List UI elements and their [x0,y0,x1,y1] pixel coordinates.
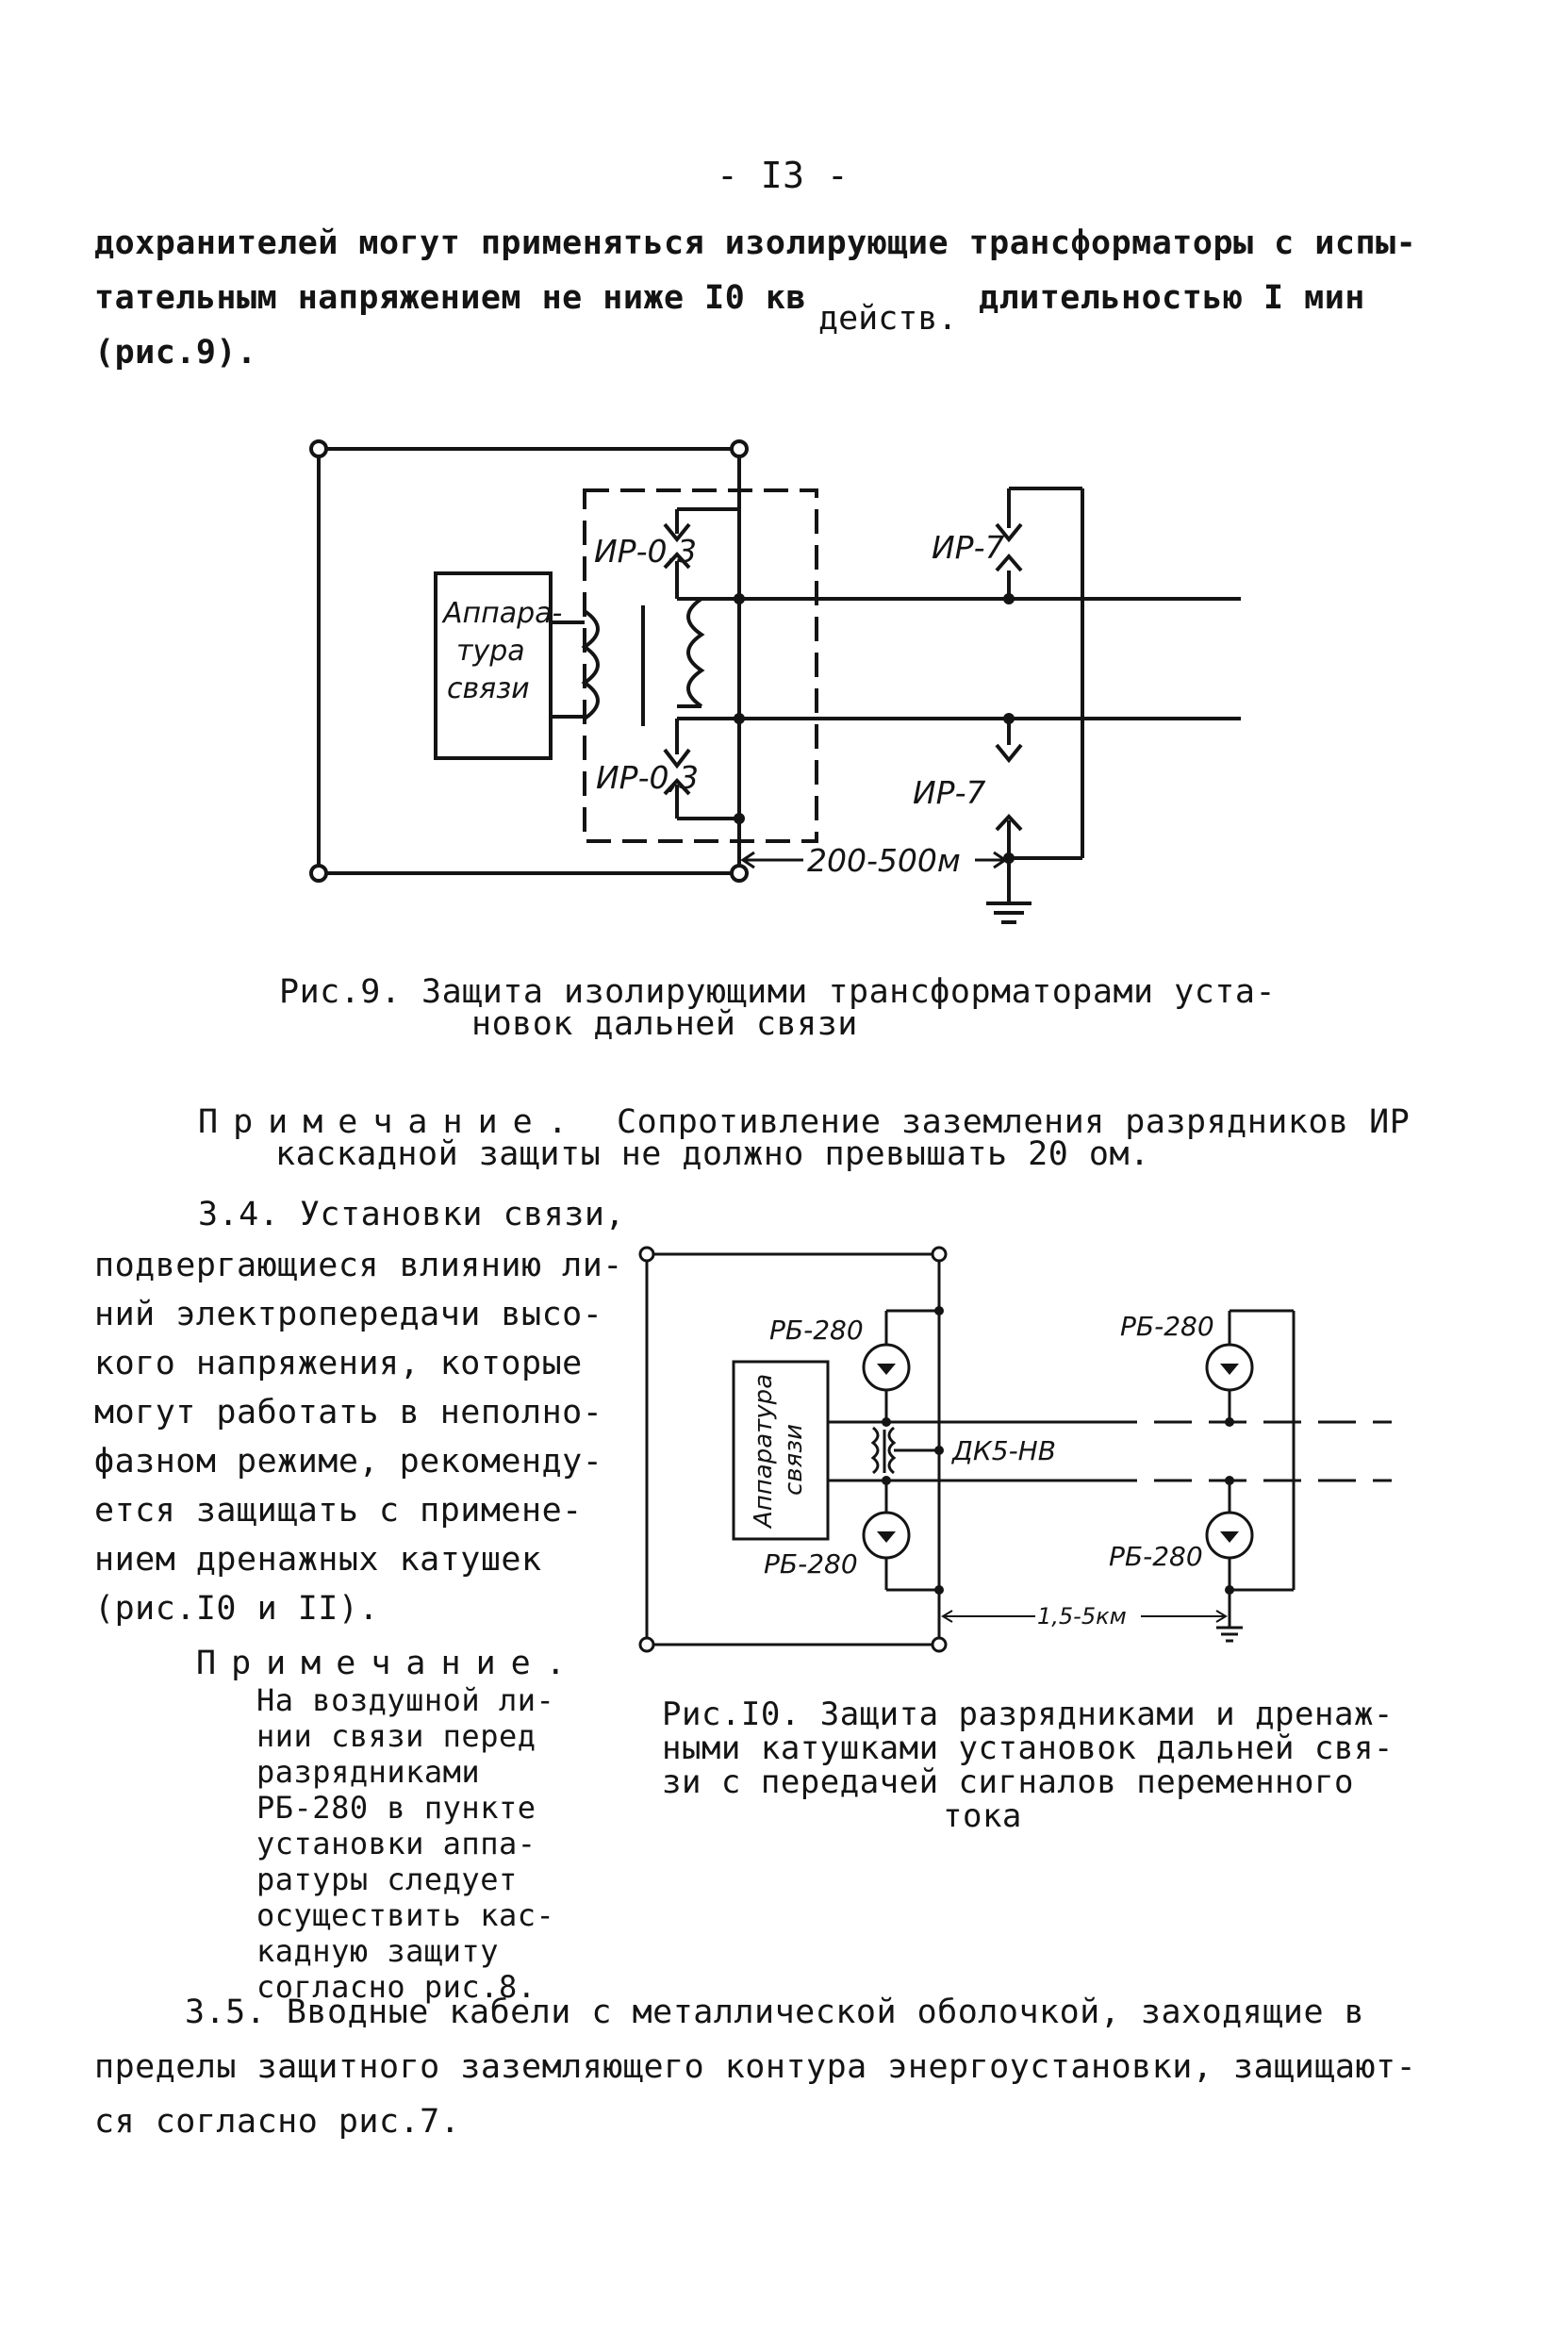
page-number: - I3 - [717,155,850,196]
section35-line-1: 3.5. Вводные кабели с металлической обол… [185,1993,1365,2031]
section34-line-3: ний электропередачи высо- [94,1296,603,1333]
section34-line-8: нием дренажных катушек [94,1541,542,1579]
note2-line-2: нии связи перед [256,1718,536,1754]
section34-line-1: 3.4. Установки связи, [198,1196,626,1233]
fig9-ir7-top-label: ИР-7 [932,529,1005,566]
fig9-distance-label: 200-500м [807,842,961,879]
note1-text-line-1: Сопротивление заземления разрядников ИР [617,1103,1411,1141]
note2-label: Примечание. [196,1645,581,1682]
note2-line-4: РБ-280 в пункте [256,1790,536,1826]
note2-line-9: согласно рис.8. [256,1969,536,2005]
fig10-coil-label: ДК5-НВ [950,1435,1056,1466]
fig10-caption-line-1: Рис.I0. Защита разрядниками и дренаж- [662,1696,1394,1733]
fig10-distance-label: 1,5-5км [1037,1603,1127,1629]
note2-line-5: установки аппа- [256,1826,536,1861]
section35-line-3: ся согласно рис.7. [94,2103,461,2141]
note2-line-1: На воздушной ли- [256,1682,555,1718]
fig9-ir7-bottom-label: ИР-7 [913,774,986,811]
intro-line-2b: длительностью I мин [979,279,1365,317]
section34-line-4: кого напряжения, которые [94,1345,583,1382]
note2-line-7: осуществить кас- [256,1897,555,1933]
section34-line-9: (рис.I0 и II). [94,1590,380,1628]
fig10-rb-bottom-right: РБ-280 [1109,1541,1203,1572]
intro-line-3: (рис.9). [94,334,257,372]
note2-line-8: кадную защиту [256,1933,499,1969]
fig9-box-label-1: Аппара- [441,597,562,630]
section34-line-2: подвергающиеся влиянию ли- [94,1247,623,1284]
fig9-caption-line-1: Рис.9. Защита изолирующими трансформатор… [279,973,1277,1011]
fig10-caption-line-2: ными катушками установок дальней свя- [662,1729,1394,1767]
fig10-box-label-2: связи [780,1424,808,1496]
fig10-box-label-1: Аппаратура [750,1374,778,1530]
note1-label: Примечание. [198,1103,583,1141]
note1-text-line-2: каскадной защиты не должно превышать 20 … [275,1135,1150,1173]
note2-line-3: разрядниками [256,1754,481,1790]
fig9-box-label-3: связи [447,672,530,705]
section34-line-6: фазном режиме, рекоменду- [94,1443,603,1481]
fig10-rb-bottom-left: РБ-280 [764,1548,858,1580]
note2-line-6: ратуры следует [256,1861,518,1897]
section35-line-2: пределы защитного заземляющего контура э… [94,2048,1417,2086]
fig9-ir03-top-label: ИР-0,3 [594,533,697,570]
fig9-ir03-bottom-label: ИР-0,3 [596,759,699,796]
fig10-caption-line-3: зи с передачей сигналов переменного [662,1763,1354,1801]
section34-line-5: могут работать в неполно- [94,1394,603,1431]
fig9-box-label-2: тура [456,635,525,668]
intro-line-2a: тательным напряжением не ниже I0 кв [94,279,807,317]
intro-line-1: дохранителей могут применяться изолирующ… [94,224,1417,262]
intro-line-2-subscript: действ. [818,300,958,338]
fig10-rb-top-left: РБ-280 [769,1315,864,1346]
fig10-rb-top-right: РБ-280 [1120,1311,1214,1342]
fig9-caption-line-2: новок дальней связи [471,1005,858,1043]
fig10-caption-line-4: тока [943,1797,1022,1835]
section34-line-7: ется защищать с примене- [94,1492,583,1530]
